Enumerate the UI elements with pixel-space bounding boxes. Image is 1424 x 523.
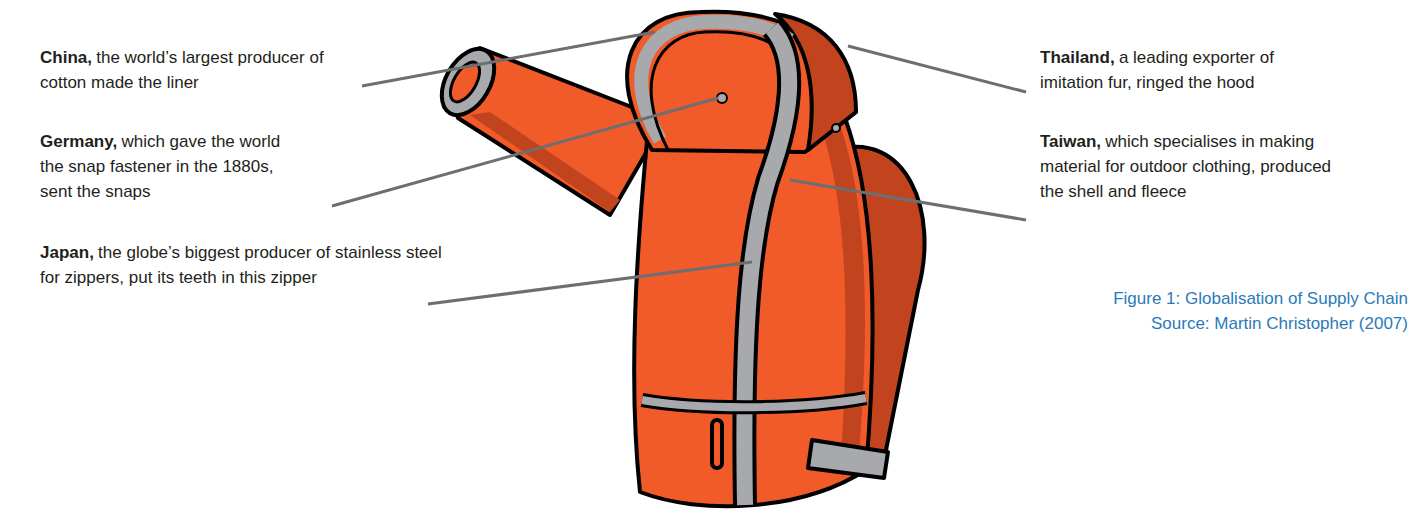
figure-caption: Figure 1: Globalisation of Supply Chain (1008, 286, 1408, 311)
callout-description: the globe’s biggest producer of stainles… (40, 243, 442, 287)
callout-text: Thailand,a leading exporter of imitation… (1040, 45, 1325, 95)
country-name: China, (40, 48, 92, 67)
left-cuff (431, 40, 505, 124)
right-cuff (808, 440, 888, 478)
country-name: Japan, (40, 243, 94, 262)
hood-trim-outline (651, 32, 782, 150)
country-name: Taiwan, (1040, 132, 1101, 151)
leader-line (790, 180, 1026, 220)
source-note: Source: Martin Christopher (2007) (1008, 311, 1408, 336)
country-name: Thailand, (1040, 48, 1115, 67)
zipper (744, 28, 789, 505)
leader-line (428, 262, 752, 304)
callout-text: China,the world’s largest producer of co… (40, 45, 362, 95)
hood (627, 12, 856, 152)
pocket-slot (712, 420, 722, 468)
country-name: Germany, (40, 132, 117, 151)
waist-band (642, 398, 866, 407)
waist-band-fill (642, 398, 866, 407)
snap (832, 124, 840, 132)
leader-line (362, 32, 655, 86)
leader-line (848, 46, 1026, 92)
callout-text: Japan,the globe’s biggest producer of st… (40, 240, 465, 290)
zipper-teeth (744, 28, 789, 505)
body-shade (822, 125, 865, 470)
leader-line (332, 98, 718, 206)
callout-text: Germany,which gave the world the snap fa… (40, 129, 300, 204)
snap (717, 93, 727, 103)
callout-text: Taiwan,which specialises in making mater… (1040, 129, 1345, 204)
caption-block: Figure 1: Globalisation of Supply ChainS… (1008, 286, 1408, 336)
